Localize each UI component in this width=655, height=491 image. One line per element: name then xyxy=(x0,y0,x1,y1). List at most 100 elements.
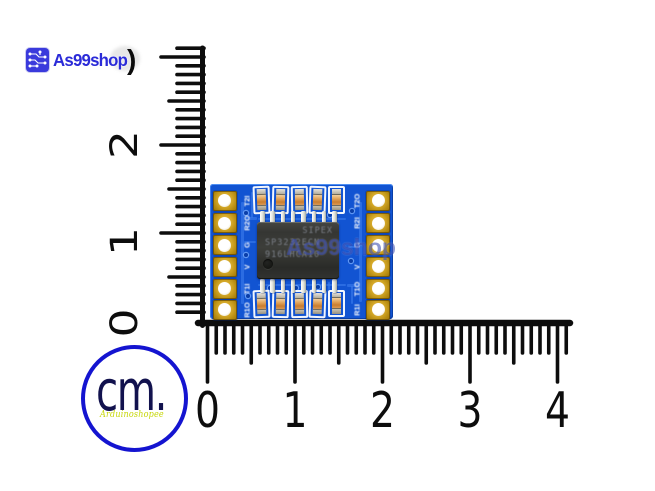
smd-capacitor xyxy=(312,189,323,211)
chip-pin xyxy=(332,211,337,224)
pad-hole xyxy=(371,260,385,273)
chip-pin xyxy=(280,211,286,224)
brand-name: As99shop xyxy=(53,50,128,70)
smd-terminal xyxy=(257,308,268,314)
chip-pin xyxy=(311,279,316,293)
through-hole-pad xyxy=(212,278,237,299)
through-hole-pad xyxy=(212,235,237,255)
smd-capacitor xyxy=(331,189,342,211)
copper-trace xyxy=(244,241,256,244)
pad-hole xyxy=(218,216,231,230)
pad-label: T1I xyxy=(242,283,252,294)
circuit-icon xyxy=(26,48,49,72)
via-hole xyxy=(315,284,320,289)
copper-trace xyxy=(359,202,362,302)
smd-body xyxy=(331,194,342,205)
cm-badge: cm. Arduinoshopee xyxy=(81,345,193,457)
copper-trace xyxy=(251,192,254,218)
smd-slot-bottom xyxy=(327,289,345,317)
chip-pin xyxy=(321,211,327,224)
smd-terminal xyxy=(294,292,304,299)
smd-capacitor xyxy=(312,292,323,314)
smd-terminal xyxy=(331,292,342,299)
copper-trace xyxy=(241,202,244,304)
pad-hole xyxy=(218,260,231,273)
through-hole-pad xyxy=(212,213,237,233)
through-hole-pad xyxy=(366,299,390,320)
smd-body xyxy=(256,298,267,309)
smd-terminal xyxy=(257,204,268,211)
ruler-number-v: 1 xyxy=(103,227,146,256)
chip-pin xyxy=(270,279,275,293)
smd-capacitor xyxy=(275,189,286,211)
through-hole-pad xyxy=(212,299,237,320)
smd-slot-bottom xyxy=(308,289,327,318)
via-hole xyxy=(349,208,354,213)
smd-slot-bottom xyxy=(290,289,308,318)
ruler-number-h: 3 xyxy=(458,382,483,439)
ruler-number-h: 4 xyxy=(545,382,570,439)
smd-slot-top xyxy=(271,185,290,214)
through-hole-pad xyxy=(366,235,390,255)
copper-trace xyxy=(328,282,331,290)
smd-terminal xyxy=(294,204,305,211)
smd-slot-top xyxy=(308,185,327,214)
through-hole-pad xyxy=(366,278,390,299)
smd-body xyxy=(312,298,323,309)
smd-body xyxy=(275,194,286,205)
smd-terminal xyxy=(275,292,286,299)
copper-trace xyxy=(351,286,354,304)
pad-hole xyxy=(371,216,385,230)
copper-trace xyxy=(348,246,360,249)
copper-trace xyxy=(245,217,257,220)
ruler-number-h: 2 xyxy=(370,382,395,439)
smd-body xyxy=(312,194,323,205)
chip-pin xyxy=(270,211,275,224)
pad-hole xyxy=(218,238,231,252)
through-hole-pad xyxy=(212,190,237,211)
chip-part-text: SP3232ECN xyxy=(265,238,321,248)
chip-pin1-dot xyxy=(263,259,273,269)
via-hole xyxy=(245,293,250,298)
pad-label: T2I xyxy=(242,195,252,206)
smd-slot-top xyxy=(252,185,271,214)
smd-capacitor xyxy=(256,292,268,314)
smd-slot-top xyxy=(290,185,308,214)
pad-hole xyxy=(218,303,231,316)
badge-brand-label: Arduinoshopee xyxy=(100,409,164,420)
brand-logo: As99shop ) xyxy=(26,44,186,76)
smd-capacitor xyxy=(275,292,286,314)
pad-label: T2O xyxy=(352,193,362,208)
pad-hole xyxy=(371,238,385,252)
smd-slot-bottom xyxy=(271,289,290,318)
smd-terminal xyxy=(294,308,305,314)
pad-label: R2O xyxy=(242,215,252,231)
smd-terminal xyxy=(312,308,323,314)
through-hole-pad xyxy=(366,256,390,277)
chip-pin xyxy=(321,279,327,293)
through-hole-pad xyxy=(366,213,390,233)
pad-label: R2I xyxy=(352,217,362,229)
chip-body: SIPEX SP3232ECN 916LHCA10 xyxy=(257,222,339,279)
smd-slot-bottom xyxy=(252,289,271,318)
chip-pin xyxy=(301,211,306,224)
smd-terminal xyxy=(331,189,342,195)
via-hole xyxy=(293,285,298,290)
pad-label: R1O xyxy=(242,301,252,318)
pad-label: V xyxy=(352,263,362,270)
chip-brand-text: SIPEX xyxy=(302,226,333,236)
pad-hole xyxy=(371,303,385,316)
chip-lot-text: 916LHCA10 xyxy=(265,250,321,260)
smd-terminal xyxy=(256,292,267,299)
chip-pin xyxy=(301,279,306,293)
chip-pin xyxy=(260,279,265,293)
smd-capacitor xyxy=(256,189,268,211)
smd-terminal xyxy=(275,204,286,211)
smd-terminal xyxy=(312,204,323,211)
pad-hole xyxy=(371,194,385,207)
pad-hole xyxy=(218,194,231,207)
chip-pin xyxy=(332,279,337,293)
